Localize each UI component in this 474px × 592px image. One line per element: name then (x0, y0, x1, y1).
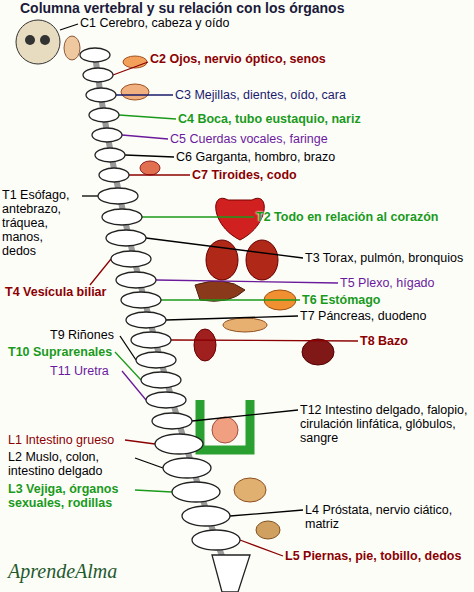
signature: AprendeAlma (8, 564, 117, 578)
vertebra (102, 209, 142, 225)
vertebra (163, 458, 211, 478)
face (121, 84, 149, 100)
vertebra-label: T7 Páncreas, duodeno (300, 309, 426, 323)
leader-line (142, 216, 254, 217)
leader-line (125, 155, 174, 157)
leader-line (119, 115, 176, 119)
vertebra (111, 251, 151, 267)
lung (246, 240, 278, 280)
prostate (256, 521, 280, 539)
spleen (302, 339, 334, 365)
sacrum (212, 555, 250, 592)
skull-eye (25, 35, 35, 45)
leader-line (171, 340, 358, 341)
vertebra-label: L4 Próstata, nervio ciático, matriz (305, 503, 470, 531)
vertebra (116, 272, 156, 288)
vertebra (92, 128, 122, 142)
leader-line (161, 299, 300, 300)
vertebra-label: C1 Cerebro, cabeza y oído (80, 16, 229, 30)
vertebra (86, 88, 116, 102)
vertebra (126, 312, 166, 328)
vertebra-label: T11 Uretra (50, 364, 109, 378)
leader-line (116, 94, 173, 95)
vertebra (146, 392, 186, 408)
leader-line (122, 371, 146, 400)
leader-line (125, 440, 155, 444)
leader-line (146, 238, 303, 258)
vertebra-label: T12 Intestino delgado, falopio, cirulaci… (300, 403, 472, 445)
leader-line (115, 352, 141, 380)
vertebra-label: T4 Vesícula biliar (5, 285, 106, 299)
vertebra-label: L2 Muslo, colon, intestino delgado (8, 450, 133, 478)
vertebra (152, 413, 192, 429)
leader-line (122, 135, 168, 139)
diagram-title: Columna vertebral y su relación con los … (20, 0, 344, 16)
vertebra-label: L5 Piernas, pie, tobillo, dedos (285, 549, 461, 563)
skull-eye (40, 35, 50, 45)
vertebra (83, 68, 113, 82)
bladder (234, 478, 266, 502)
vertebra (99, 168, 129, 182)
vertebra (98, 188, 138, 204)
leader-line (60, 24, 78, 30)
ear (64, 36, 80, 60)
vertebra-label: C6 Garganta, hombro, brazo (176, 150, 335, 164)
leader-line (90, 259, 111, 285)
leader-line (135, 458, 163, 468)
vertebra (155, 434, 203, 454)
vertebra (131, 332, 171, 348)
kidney (194, 329, 216, 361)
vertebra (182, 506, 230, 526)
leader-line (166, 316, 298, 320)
vertebra (141, 372, 181, 388)
liver (195, 281, 245, 301)
vertebra-label: L3 Vejiga, órganos sexuales, rodillas (8, 482, 133, 510)
vertebra (172, 482, 220, 502)
small-intestine (212, 417, 238, 443)
leader-line (113, 62, 148, 75)
vertebra (136, 352, 176, 368)
vertebra (192, 530, 240, 550)
leader-line (129, 174, 190, 175)
leader-line (230, 510, 303, 516)
vertebra-label: T2 Todo en relación al corazón (256, 210, 438, 224)
vertebra-label: C3 Mejillas, dientes, oído, cara (175, 88, 346, 102)
vertebra-label: T10 Suprarenales (8, 345, 112, 359)
vertebra (80, 48, 110, 62)
thyroid (140, 161, 160, 175)
vertebra-label: C4 Boca, tubo eustaquio, nariz (178, 112, 361, 126)
vertebra (89, 108, 119, 122)
vertebra-label: C2 Ojos, nervio óptico, senos (150, 52, 326, 66)
large-intestine (200, 400, 250, 450)
vertebra-label: T6 Estómago (302, 293, 381, 307)
vertebra (121, 292, 161, 308)
vertebra-label: T9 Riñones (50, 328, 114, 342)
vertebra (106, 230, 146, 246)
vertebra-label: T3 Torax, pulmón, bronquios (305, 251, 473, 265)
leader-line (192, 410, 298, 421)
vertebra-label: T8 Bazo (360, 334, 408, 348)
leader-line (135, 490, 172, 492)
vertebra-label: L1 Intestino grueso (8, 433, 114, 447)
vertebra-label: T5 Plexo, hígado (340, 276, 435, 290)
vertebra-label: C7 Tiroides, codo (192, 168, 297, 182)
vertebra (95, 148, 125, 162)
vertebra-label: C5 Cuerdas vocales, faringe (170, 132, 328, 146)
leader-line (156, 280, 338, 283)
skull (16, 20, 60, 64)
leader-line (240, 540, 283, 556)
pancreas (223, 318, 267, 332)
leader-line (82, 195, 98, 196)
vertebra-label: T1 Esófago, antebrazo, tráquea, manos, d… (2, 188, 80, 258)
